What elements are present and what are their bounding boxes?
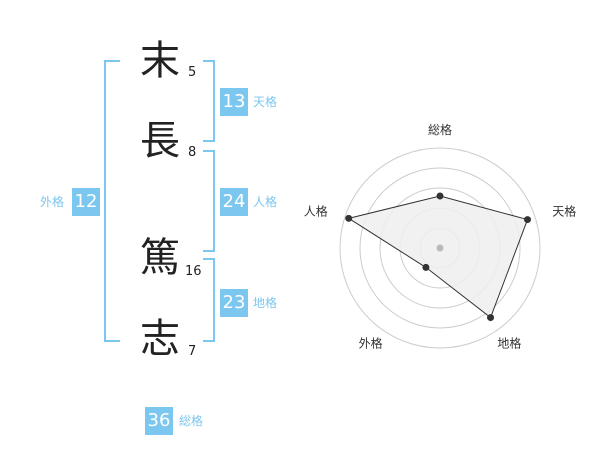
tenkaku-label: 天格 bbox=[253, 95, 278, 109]
grid-ring-5 bbox=[339, 147, 541, 349]
stroke-count-2: 8 bbox=[188, 145, 197, 160]
chikaku-bracket bbox=[203, 258, 215, 342]
data-point-4 bbox=[422, 263, 430, 271]
chikaku-label: 地格 bbox=[253, 296, 278, 310]
stroke-count-4: 7 bbox=[188, 344, 197, 359]
name-char-3: 篤 bbox=[140, 235, 180, 281]
data-point-1 bbox=[436, 192, 444, 200]
jinkaku-bracket bbox=[203, 150, 215, 252]
name-char-2: 長 bbox=[140, 118, 180, 164]
center-point bbox=[436, 244, 444, 252]
name-char-1: 末 bbox=[140, 38, 180, 84]
axis-label-3: 地格 bbox=[497, 335, 521, 350]
stroke-count-3: 16 bbox=[185, 264, 202, 279]
tenkaku-badge: 13 bbox=[220, 88, 248, 116]
chikaku-badge: 23 bbox=[220, 289, 248, 317]
data-point-5 bbox=[345, 214, 353, 222]
data-point-2 bbox=[523, 216, 531, 224]
gaikaku-label: 外格 bbox=[40, 195, 65, 209]
axis-label-2: 天格 bbox=[552, 204, 576, 219]
tenkaku-bracket bbox=[203, 60, 215, 142]
axis-label-4: 外格 bbox=[359, 335, 383, 350]
jinkaku-badge: 24 bbox=[220, 188, 248, 216]
data-point-3 bbox=[487, 314, 495, 322]
soukaku-badge: 36 bbox=[145, 407, 173, 435]
soukaku-label: 総格 bbox=[179, 414, 204, 428]
jinkaku-label: 人格 bbox=[253, 195, 278, 209]
gaikaku-bracket bbox=[104, 60, 120, 342]
data-polygon bbox=[347, 195, 529, 319]
stroke-count-1: 5 bbox=[188, 65, 197, 80]
axis-label-5: 人格 bbox=[304, 204, 328, 219]
axis-label-1: 総格 bbox=[428, 122, 452, 137]
grid-ring-4 bbox=[359, 167, 521, 329]
gaikaku-badge: 12 bbox=[72, 188, 100, 216]
name-char-4: 志 bbox=[140, 316, 180, 362]
